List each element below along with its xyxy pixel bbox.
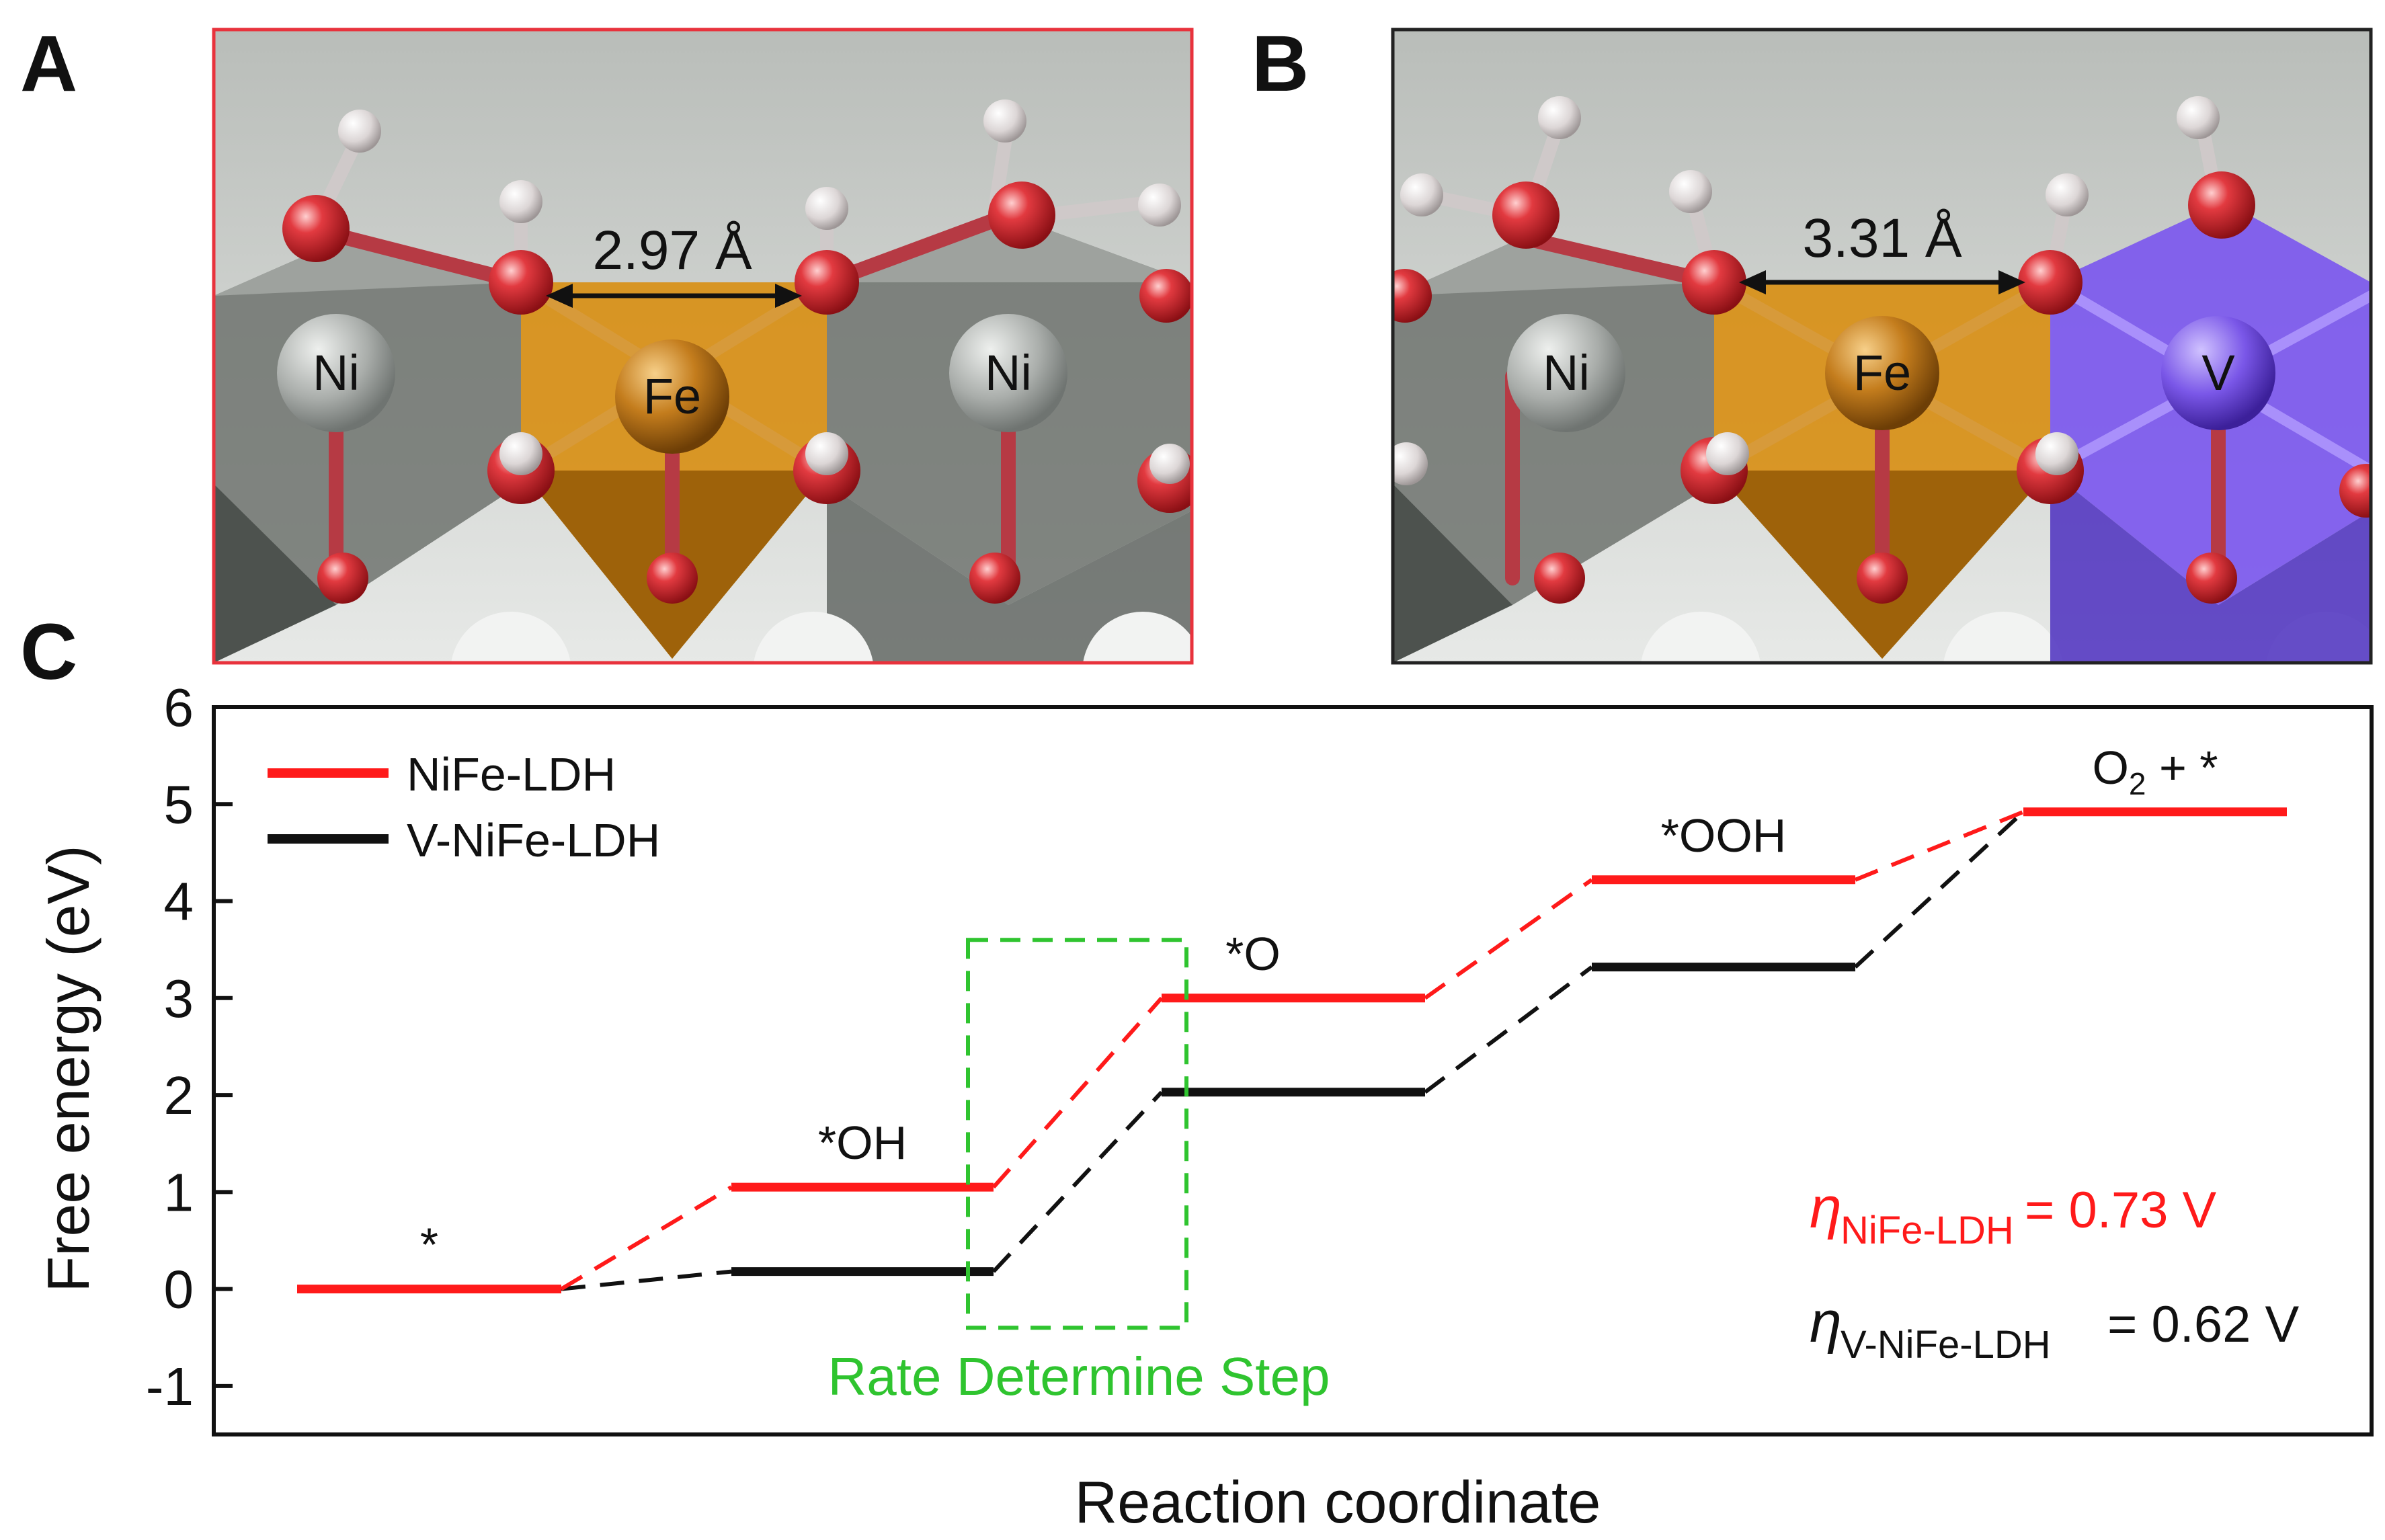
- y-tick-label: -1: [146, 1356, 194, 1416]
- rds-label: Rate Determine Step: [827, 1346, 1330, 1406]
- panel-a-frame: [212, 28, 1194, 665]
- panel-b-frame: [1391, 28, 2373, 665]
- legend-label-nife: NiFe-LDH: [407, 748, 616, 801]
- y-axis: -1 0 1 2 3 4 5 6: [146, 678, 233, 1416]
- x-axis-label: Reaction coordinate: [1075, 1469, 1601, 1535]
- step-label: *OOH: [1661, 809, 1787, 862]
- free-energy-chart: -1 0 1 2 3 4 5 6 * *OH *O *OOH O2 + * Free energy (…: [35, 678, 2374, 1535]
- atom-label-b-v: V: [2201, 345, 2235, 401]
- transition-vnife: [1424, 965, 1593, 1094]
- step-label: *: [420, 1219, 438, 1271]
- transition-vnife: [561, 1269, 732, 1291]
- panel-label-a: A: [20, 19, 77, 108]
- atom-label-a-fe: Fe: [643, 368, 701, 424]
- structure-panel-a: Ni Fe Ni: [214, 30, 1192, 663]
- eta-subscript-nife: NiFe-LDH: [1841, 1209, 2014, 1252]
- structure-panel-b: Ni Fe V 3.31 Å: [1393, 30, 2371, 663]
- atom-label-a-ni-left: Ni: [313, 345, 360, 401]
- y-tick-label: 6: [164, 678, 194, 737]
- distance-label-b: 3.31 Å: [1802, 208, 1962, 269]
- transition-nife: [992, 996, 1164, 1189]
- transition-vnife: [992, 1090, 1164, 1273]
- eta-subscript-vnife: V-NiFe-LDH: [1841, 1323, 2051, 1367]
- legend-label-vnife: V-NiFe-LDH: [407, 814, 660, 866]
- y-tick-label: 2: [164, 1065, 194, 1125]
- panel-label-c: C: [20, 608, 77, 696]
- plot-area: * *OH *O *OOH O2 + *: [297, 741, 2287, 1330]
- y-tick-label: 0: [164, 1260, 194, 1320]
- plot-frame: [212, 705, 2374, 1436]
- eta-symbol-nife: η: [1810, 1176, 1842, 1240]
- atom-label-b-fe: Fe: [1853, 345, 1911, 401]
- transition-vnife: [1853, 810, 2025, 969]
- eta-value-nife: = 0.73 V: [2025, 1182, 2217, 1239]
- step-label: *O: [1225, 928, 1281, 980]
- eta-symbol-vnife: η: [1810, 1290, 1842, 1354]
- transition-nife: [560, 1185, 733, 1291]
- eta-nife: η NiFe-LDH = 0.73 V: [1810, 1176, 2217, 1252]
- eta-vnife: η V-NiFe-LDH = 0.62 V: [1810, 1290, 2300, 1367]
- transition-nife: [1854, 810, 2025, 882]
- step-label: *OH: [818, 1117, 907, 1169]
- eta-value-vnife: = 0.62 V: [2107, 1296, 2300, 1353]
- atom-label-a-ni-right: Ni: [985, 345, 1032, 401]
- distance-label-a: 2.97 Å: [592, 220, 752, 281]
- rds-box: [966, 938, 1188, 1330]
- y-tick-label: 1: [164, 1162, 194, 1222]
- atom-label-b-ni: Ni: [1543, 345, 1590, 401]
- legend: NiFe-LDH V-NiFe-LDH: [268, 748, 660, 866]
- panel-label-b: B: [1252, 19, 1309, 108]
- y-tick-label: 3: [164, 969, 194, 1028]
- transition-nife: [1424, 878, 1593, 1000]
- y-tick-label: 5: [164, 774, 194, 834]
- y-axis-label: Free energy (eV): [35, 845, 102, 1292]
- y-tick-label: 4: [164, 872, 194, 932]
- step-label: O2 + *: [2092, 741, 2218, 801]
